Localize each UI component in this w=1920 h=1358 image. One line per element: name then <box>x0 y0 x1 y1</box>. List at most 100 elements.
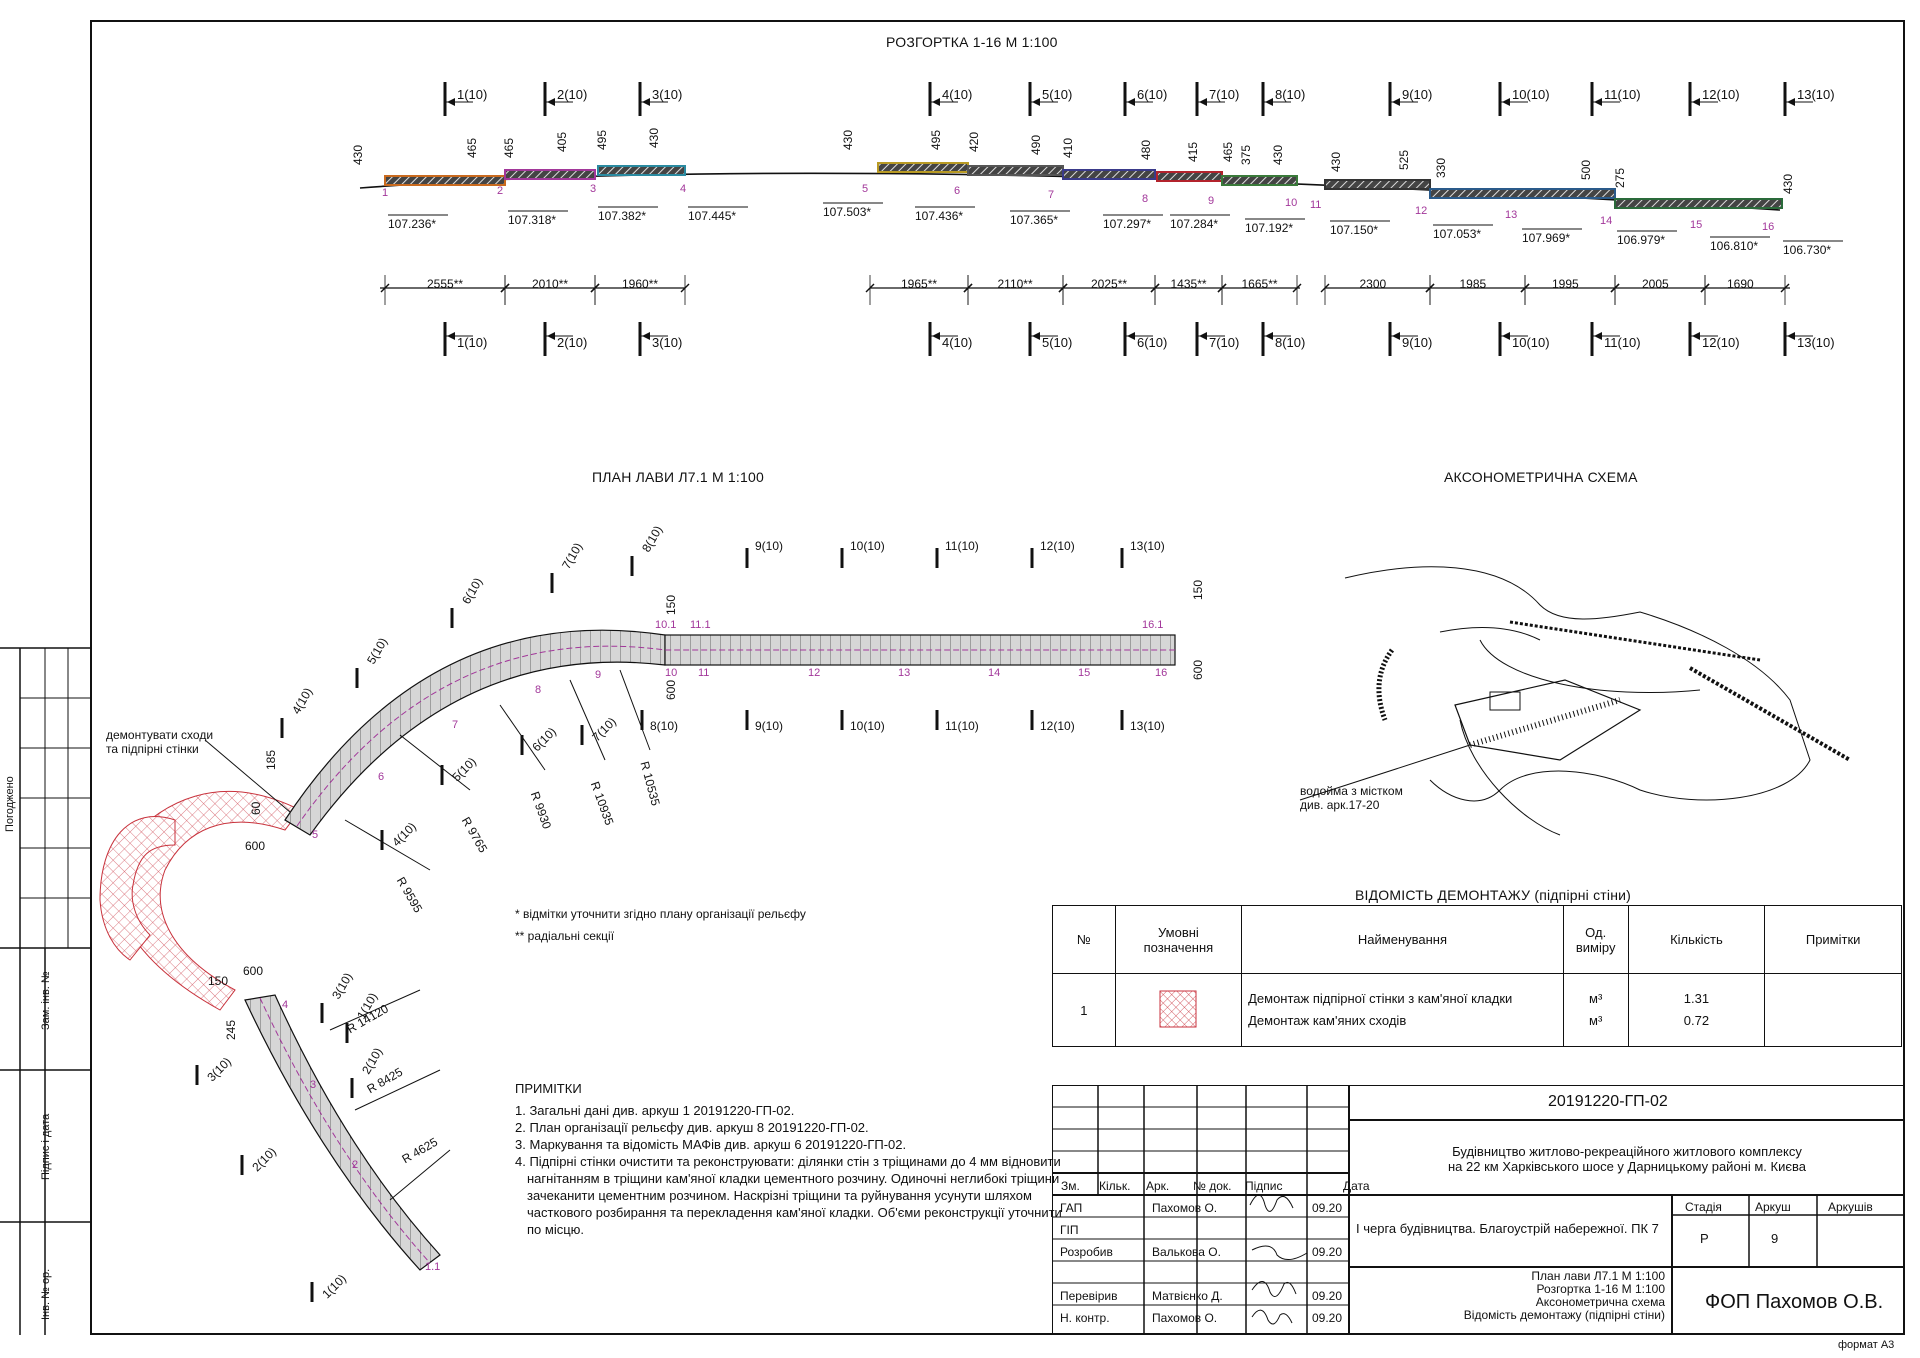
note-line: по місцю. <box>527 1222 585 1237</box>
plan-point-label: 11.1 <box>690 619 711 631</box>
plan-point-label: 7 <box>452 719 459 731</box>
axon-drawing <box>1299 566 1851 836</box>
section-mark <box>1688 322 1718 356</box>
span-label: 1690 <box>1727 277 1754 291</box>
stamp-col-header: Арк. <box>1146 1179 1170 1193</box>
section-mark <box>443 82 473 116</box>
section-mark <box>1590 322 1620 356</box>
stamp-name: Пахомов О. <box>1152 1201 1218 1215</box>
stamp-name: Пахомов О. <box>1152 1311 1218 1325</box>
point-number: 10 <box>1285 197 1298 209</box>
section-mark-label: 5(10) <box>1042 87 1073 102</box>
wall-cap <box>1429 188 1616 199</box>
elevation-label: 107.365* <box>1010 213 1059 227</box>
elevation-label: 107.436* <box>915 209 964 223</box>
section-mark-label: 2(10) <box>557 335 588 350</box>
th-notes: Примітки <box>1764 904 1902 975</box>
section-mark <box>1388 322 1418 356</box>
point-number: 14 <box>1600 215 1613 227</box>
point-number: 7 <box>1048 189 1055 201</box>
note-line: 3. Маркування та відомість МАФів див. ар… <box>515 1137 907 1152</box>
plan-title: ПЛАН ЛАВИ Л7.1 М 1:100 <box>592 469 764 485</box>
span-label: 1965** <box>901 277 938 291</box>
plan-point-label: 2 <box>352 1159 359 1171</box>
stamp-role: Розробив <box>1060 1245 1113 1259</box>
company-name: ФОП Пахомов О.В. <box>1705 1291 1884 1313</box>
th-legend: Умовні позначення <box>1114 904 1243 975</box>
stamp-col-header: Дата <box>1343 1179 1370 1193</box>
plan-section-label: 13(10) <box>1130 539 1165 553</box>
section-mark <box>928 322 958 356</box>
plan-section-label: 13(10) <box>1130 719 1165 733</box>
section-mark <box>1028 82 1058 116</box>
span-label: 2110** <box>997 277 1033 291</box>
section-mark <box>1261 322 1291 356</box>
elevation-label: 107.445* <box>688 209 737 223</box>
point-number: 15 <box>1690 219 1703 231</box>
plan-point-label: 1.1 <box>425 1261 441 1273</box>
item-qty: 1.31 <box>1683 991 1710 1007</box>
section-mark <box>543 82 573 116</box>
section-mark <box>1590 82 1620 116</box>
point-number: 2 <box>497 185 504 197</box>
stamp-col-header: Підпис <box>1245 1179 1283 1193</box>
elevation-label: 107.284* <box>1170 217 1219 231</box>
plan-point-label: 5 <box>312 829 319 841</box>
stage-header: Стадія <box>1685 1200 1722 1214</box>
sheet-code: 20191220-ГП-02 <box>1548 1093 1668 1110</box>
demolition-title: ВІДОМІСТЬ ДЕМОНТАЖУ (підпірні стіни) <box>1355 887 1632 903</box>
elevation-label: 107.192* <box>1245 221 1294 235</box>
wall-cap <box>1324 179 1431 190</box>
sheet-header: Аркуш <box>1755 1200 1791 1214</box>
unfold-title: РОЗГОРТКА 1-16 М 1:100 <box>886 34 1058 50</box>
point-number: 11 <box>1310 199 1322 211</box>
span-label: 1435** <box>1170 277 1207 291</box>
section-mark-label: 5(10) <box>1042 335 1073 350</box>
note-line: 4. Підпірні стінки очистити та реконстру… <box>515 1154 1061 1169</box>
wall-cap <box>504 169 596 180</box>
point-number: 4 <box>680 183 687 195</box>
section-mark <box>1783 82 1813 116</box>
plan-section-label: 9(10) <box>755 539 784 553</box>
stamp-date: 09.20 <box>1312 1201 1343 1215</box>
plan-point-label: 8 <box>535 684 542 696</box>
section-mark <box>1261 82 1291 116</box>
elevation-label: 106.979* <box>1617 233 1666 247</box>
stamp-role: Перевірив <box>1060 1289 1118 1303</box>
demolish-hatch-icon <box>1159 990 1197 1028</box>
section-mark <box>1195 82 1225 116</box>
elevation-label: 106.730* <box>1783 243 1832 257</box>
stamp-name: Валькова О. <box>1152 1245 1221 1259</box>
sheet-value: 9 <box>1771 1231 1779 1246</box>
section-mark-label: 7(10) <box>1209 87 1240 102</box>
stamp-date: 09.20 <box>1312 1311 1343 1325</box>
point-number: 5 <box>862 183 869 195</box>
plan-section-label: 11(10) <box>945 539 979 553</box>
plan-point-label: 12 <box>808 667 821 679</box>
section-mark-label: 8(10) <box>1275 335 1306 350</box>
wall-cap <box>1221 175 1298 186</box>
section-mark-label: 3(10) <box>652 87 683 102</box>
note-line: зачеканити цементним розчином. Наскрізні… <box>527 1188 1032 1203</box>
item-qty: 0.72 <box>1683 1013 1710 1029</box>
legend-swatch-cell <box>1114 973 1243 1047</box>
notes-body: 1. Загальні дані див. аркуш 1 20191220-Г… <box>515 1102 1062 1238</box>
point-number: 3 <box>590 183 597 195</box>
elevation-label: 107.053* <box>1433 227 1482 241</box>
plan-section-label: 12(10) <box>1040 719 1075 733</box>
plan-section-label: 8(10) <box>650 719 679 733</box>
plan-point-label: 10 <box>665 667 678 679</box>
section-mark <box>1688 82 1718 116</box>
section-mark <box>443 322 473 356</box>
plan-section-label: 10(10) <box>850 539 885 553</box>
section-mark-label: 13(10) <box>1797 87 1835 102</box>
section-mark-label: 3(10) <box>652 335 683 350</box>
section-mark-label: 9(10) <box>1402 335 1433 350</box>
stamp-role: ГАП <box>1060 1201 1083 1215</box>
elevation-label: 107.503* <box>823 205 872 219</box>
section-mark <box>543 322 573 356</box>
point-number: 16 <box>1762 221 1775 233</box>
